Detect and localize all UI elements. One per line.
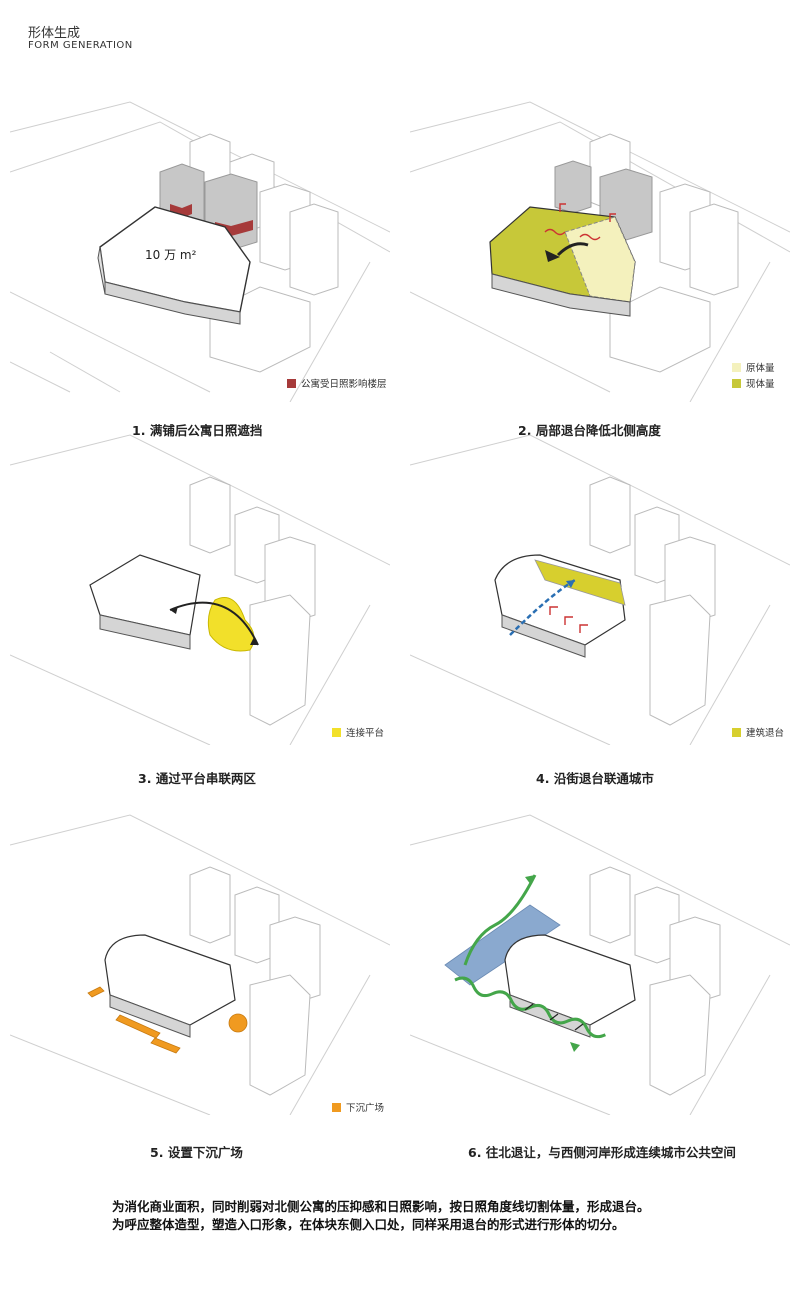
legend-swatch (732, 378, 741, 388)
legend-label: 连接平台 (346, 728, 385, 739)
legend-connection-platform: 连接平台 (332, 725, 384, 739)
legend-swatch (332, 727, 341, 737)
massing-diagram-6 (410, 814, 790, 1115)
diagram-panel-5: 下沉广场 (10, 775, 390, 1115)
diagram-panel-6 (410, 775, 790, 1115)
massing-diagram-2 (410, 101, 790, 402)
section-title-cn: 形体生成 (28, 26, 81, 41)
caption-number: 5. (150, 1145, 164, 1160)
legend-swatch (332, 1102, 341, 1112)
legend-original-volume: 原体量 (732, 360, 775, 374)
legend-swatch (287, 378, 296, 388)
massing-diagram-1: 10 万 m² (10, 101, 390, 402)
panel-caption-2: 2. 局部退台降低北侧高度 (518, 420, 661, 439)
massing-diagram-5 (10, 814, 390, 1115)
legend-label: 原体量 (746, 363, 775, 374)
legend-current-volume: 现体量 (732, 376, 775, 390)
caption-number: 2. (518, 423, 532, 438)
caption-text: 设置下沉广场 (167, 1145, 243, 1160)
legend-label: 建筑退台 (746, 728, 785, 739)
caption-text: 通过平台串联两区 (155, 771, 256, 786)
caption-number: 4. (536, 771, 550, 786)
legend-swatch (732, 362, 741, 372)
legend-label: 现体量 (746, 379, 775, 390)
diagram-panel-4: 建筑退台 (410, 405, 790, 745)
legend-swatch (732, 727, 741, 737)
legend-sunken-plaza: 下沉广场 (332, 1100, 384, 1114)
diagram-panel-3: 连接平台 (10, 405, 390, 745)
panel-caption-4: 4. 沿街退台联通城市 (536, 768, 654, 787)
legend-terrace: 建筑退台 (732, 725, 784, 739)
legend-apartment-affected: 公寓受日照影响楼层 (287, 376, 387, 390)
caption-number: 6. (468, 1145, 482, 1160)
panel-caption-5: 5. 设置下沉广场 (150, 1142, 243, 1161)
caption-text: 局部退台降低北侧高度 (535, 423, 661, 438)
legend-label: 下沉广场 (346, 1103, 385, 1114)
massing-diagram-4 (410, 434, 790, 745)
caption-number: 3. (138, 771, 152, 786)
panel-caption-1: 1. 满铺后公寓日照遮挡 (132, 420, 262, 439)
diagram-panel-2: 原体量 现体量 (410, 62, 790, 402)
diagram-panel-1: 10 万 m² 公寓受日照影响楼层 (10, 62, 390, 402)
summary-line-2: 为呼应整体造型，塑造入口形象，在体块东侧入口处，同样采用退台的形式进行形体的切分… (112, 1217, 625, 1232)
caption-text: 往北退让，与西侧河岸形成连续城市公共空间 (485, 1145, 736, 1160)
caption-text: 满铺后公寓日照遮挡 (149, 423, 263, 438)
panel-caption-3: 3. 通过平台串联两区 (138, 768, 256, 787)
area-label: 10 万 m² (145, 248, 197, 262)
legend-label: 公寓受日照影响楼层 (301, 379, 387, 390)
panel-caption-6: 6. 往北退让，与西侧河岸形成连续城市公共空间 (468, 1142, 736, 1161)
massing-diagram-3 (10, 434, 390, 745)
caption-text: 沿街退台联通城市 (553, 771, 654, 786)
caption-number: 1. (132, 423, 146, 438)
section-title-en: FORM GENERATION (28, 40, 133, 51)
summary-line-1: 为消化商业面积，同时削弱对北侧公寓的压抑感和日照影响，按日照角度线切割体量，形成… (112, 1199, 650, 1214)
